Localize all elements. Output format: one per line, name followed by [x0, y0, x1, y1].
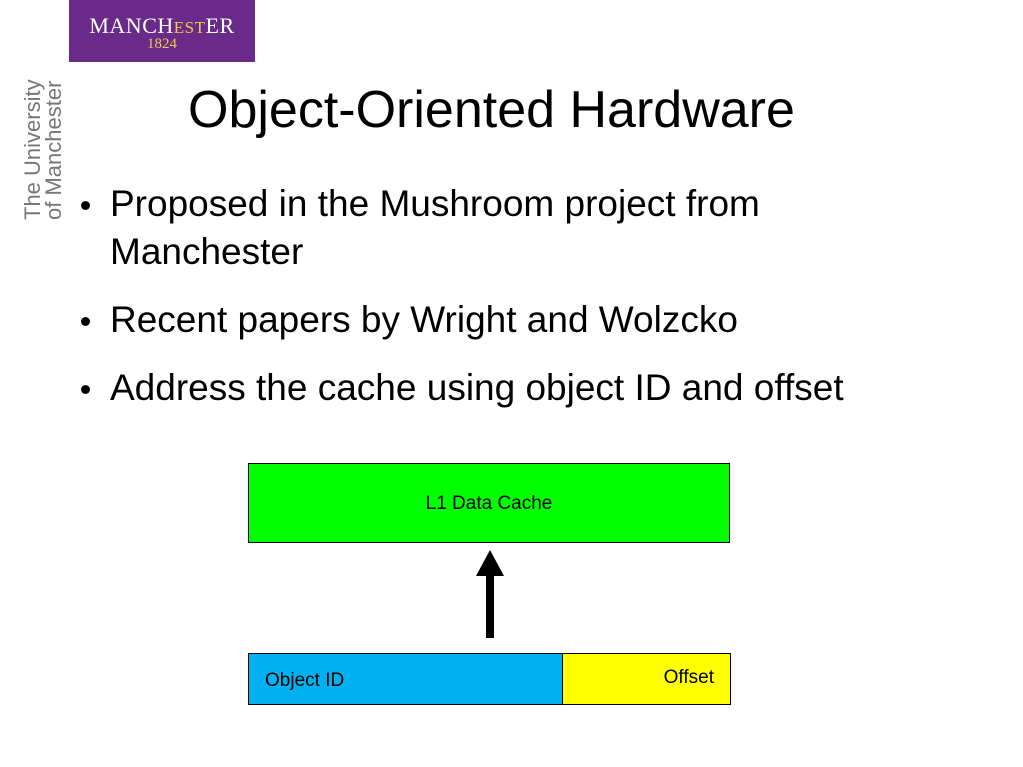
bullet-list: Proposed in the Mushroom project from Ma… [78, 180, 958, 432]
bullet-dot-icon [81, 317, 90, 326]
side-label-line1: The University [20, 79, 45, 220]
object-id-label: Object ID [265, 670, 345, 691]
logo-name: MANCHESTER [89, 13, 235, 38]
bullet-item: Address the cache using object ID and of… [78, 364, 958, 412]
cache-label: L1 Data Cache [425, 493, 553, 514]
bullet-dot-icon [81, 201, 90, 210]
university-side-label: The University of Manchester [20, 60, 66, 220]
university-logo: MANCHESTER 1824 [69, 0, 255, 62]
bullet-item: Proposed in the Mushroom project from Ma… [78, 180, 958, 276]
bullet-item: Recent papers by Wright and Wolzcko [78, 296, 958, 344]
object-id-box: Object ID [248, 653, 564, 705]
side-label-line2: of Manchester [41, 80, 66, 220]
offset-label: Offset [663, 667, 714, 688]
slide-title: Object-Oriented Hardware [188, 81, 795, 139]
l1-data-cache-box: L1 Data Cache [248, 463, 730, 543]
bullet-dot-icon [81, 385, 90, 394]
offset-box: Offset [562, 653, 731, 705]
up-arrow-icon [476, 550, 504, 638]
logo-year: 1824 [147, 36, 177, 52]
